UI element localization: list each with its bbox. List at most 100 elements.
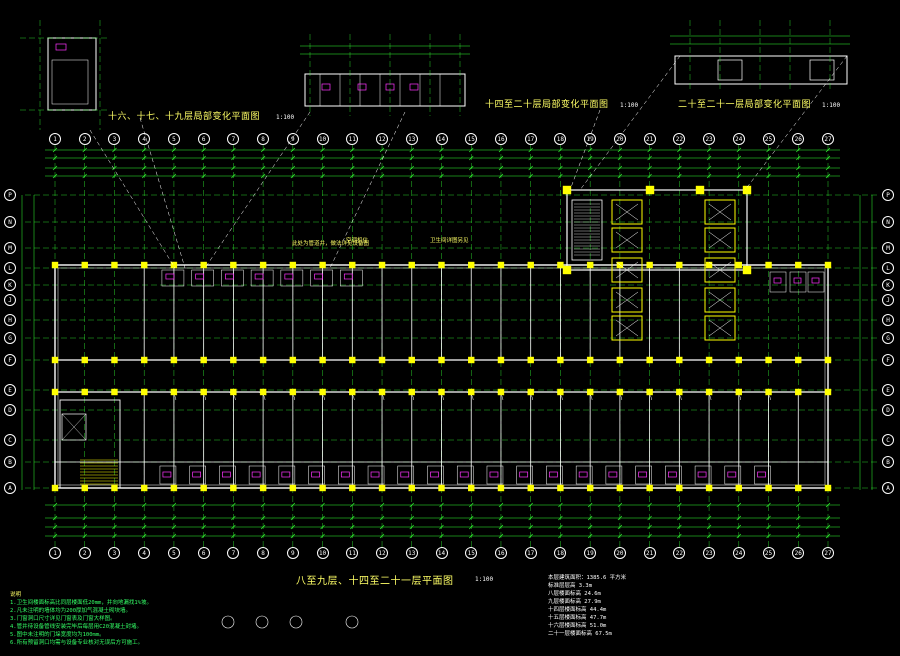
dimension-tick — [825, 524, 831, 530]
detail3-shaft — [809, 59, 835, 81]
toilet-fixture — [370, 471, 380, 478]
dimension-tick — [409, 173, 414, 179]
grid-axis-label: 22 — [673, 547, 686, 559]
dimension-tick — [587, 165, 593, 171]
bath-box — [248, 465, 266, 485]
dimension-tick — [231, 155, 236, 161]
dimension-tick — [469, 165, 474, 171]
note-line: 6.所有预留洞口均需与设备专业核对无误后方可施工。 — [10, 640, 144, 646]
grid-axis-label: 19 — [584, 547, 597, 559]
dimension-tick — [82, 533, 87, 539]
bath-box — [724, 465, 742, 485]
dimension-tick — [825, 515, 831, 521]
dimension-tick — [647, 155, 652, 161]
dimension-tick — [796, 515, 801, 521]
column — [616, 484, 624, 492]
dimension-tick — [379, 147, 385, 153]
elevator-shaft — [611, 227, 643, 253]
dimension-tick — [52, 533, 58, 539]
dimension-tick — [825, 502, 831, 508]
column — [527, 261, 534, 269]
grid-axis-label: J — [4, 294, 16, 306]
level-line: 九层楼面标高 27.9m — [548, 599, 601, 605]
dimension-tick — [201, 173, 206, 179]
dimension-tick — [320, 515, 325, 521]
legend-symbol — [221, 615, 235, 629]
grid-axis-label: 23 — [703, 547, 716, 559]
dimension-tick — [409, 165, 414, 171]
detail1-fixture — [55, 43, 67, 51]
dimension-tick — [290, 524, 296, 530]
dimension-tick — [409, 502, 414, 508]
toilet-fixture — [667, 471, 677, 478]
dimension-tick — [171, 155, 177, 161]
bath-box — [456, 465, 474, 485]
column — [259, 484, 267, 492]
toilet-fixture — [225, 273, 234, 280]
annotation-shaft: 此处为管道井，做法详见设备图 — [292, 241, 370, 247]
annotation-ac: 空调机位 — [346, 238, 369, 244]
elevator-x — [708, 319, 732, 337]
bath-box — [250, 269, 274, 287]
grid-axis-label: 9 — [286, 133, 299, 145]
leader-line — [744, 55, 848, 191]
elevator-x — [615, 319, 639, 337]
legend-symbol — [255, 615, 269, 629]
dimension-tick — [52, 515, 58, 521]
dimension-tick — [52, 155, 58, 161]
column — [468, 261, 475, 269]
toilet-fixture — [343, 273, 353, 280]
bath-box — [189, 465, 206, 485]
dimension-tick — [112, 515, 117, 521]
column — [170, 356, 178, 364]
grid-axis-label: 13 — [405, 133, 418, 145]
column — [289, 261, 297, 269]
bath-box — [308, 465, 325, 485]
dimension-tick — [736, 147, 742, 153]
dimension-tick — [617, 173, 623, 179]
dimension-tick — [379, 515, 385, 521]
column — [170, 261, 178, 269]
structural-columns — [51, 185, 832, 492]
column — [111, 388, 118, 396]
column — [408, 484, 415, 492]
toilet-fixture — [608, 471, 618, 478]
legend-symbol — [289, 615, 303, 629]
dimension-tick — [528, 533, 533, 539]
dimension-tick — [260, 515, 266, 521]
grid-axis-label: L — [4, 262, 16, 274]
bath-box — [605, 465, 623, 485]
grid-axis-label: 23 — [703, 133, 716, 145]
grid-axis-label: 10 — [316, 133, 329, 145]
grid-axis-label: H — [882, 314, 894, 326]
grid-axis-label: G — [882, 332, 894, 344]
dimension-tick — [320, 502, 325, 508]
grid-axis-label: 21 — [643, 133, 656, 145]
grid-axis-label: 24 — [732, 547, 745, 559]
grid-axis-label: 19 — [584, 133, 597, 145]
dimension-tick — [350, 147, 355, 153]
column — [586, 388, 594, 396]
toilet-fixture — [459, 471, 469, 478]
column — [200, 388, 207, 396]
dimension-tick — [498, 147, 504, 153]
dimension-tick — [647, 502, 652, 508]
column — [140, 388, 148, 396]
column — [438, 356, 445, 364]
leader-lines — [89, 55, 848, 269]
dimension-tick — [350, 173, 355, 179]
dimension-tick — [469, 524, 474, 530]
dimension-tick — [320, 147, 325, 153]
dimension-tick — [677, 533, 682, 539]
dimension-tick — [82, 173, 87, 179]
dimension-tick — [201, 533, 206, 539]
dimension-tick — [558, 524, 563, 530]
dimension-tick — [260, 524, 266, 530]
dimension-tick — [617, 502, 623, 508]
grid-axis-label: E — [882, 384, 894, 396]
grid-axis-label: K — [4, 279, 16, 291]
bath-box — [278, 465, 296, 485]
detail2-title: 十四至二十层局部变化平面图 — [485, 100, 609, 110]
column — [497, 388, 505, 396]
